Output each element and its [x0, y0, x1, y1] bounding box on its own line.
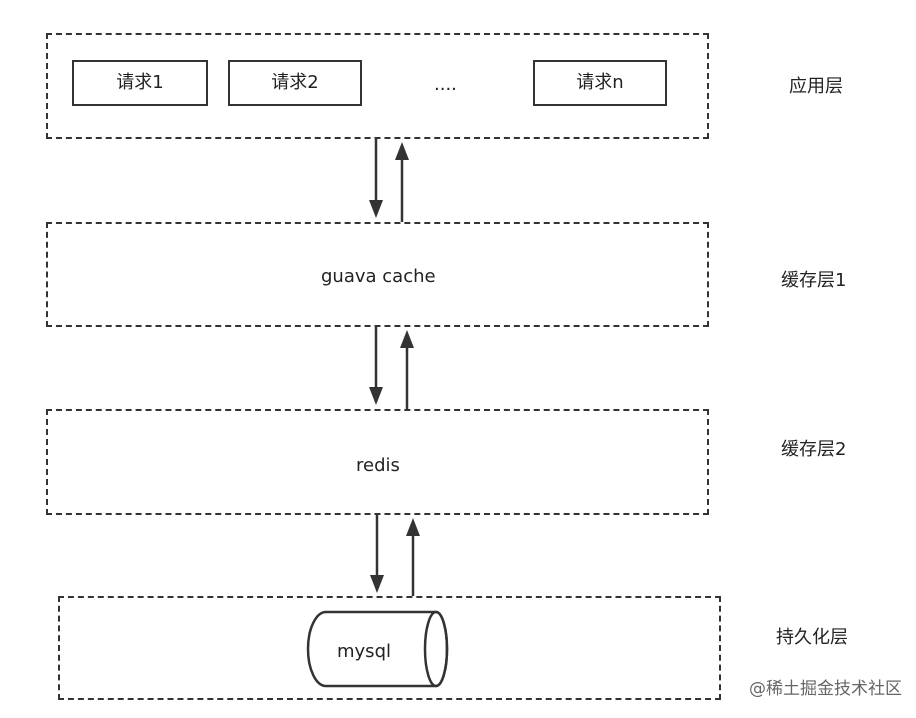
request-1-box: 请求1	[72, 60, 208, 106]
cache-layer-1-label: 缓存层1	[781, 270, 847, 291]
arrow-up-mysql-to-cache2	[406, 518, 420, 596]
persistence-layer-box: mysql	[58, 596, 721, 700]
request-2-box: 请求2	[228, 60, 362, 106]
redis-text: redis	[356, 455, 400, 476]
request-2-label: 请求2	[271, 72, 319, 93]
request-ellipsis: ....	[434, 74, 457, 95]
request-n-box: 请求n	[533, 60, 667, 106]
cache-layer-2-box: redis	[46, 409, 709, 515]
mysql-text: mysql	[337, 641, 391, 662]
arrow-up-cache2-to-cache1	[400, 330, 414, 409]
cache-layer-1-box: guava cache	[46, 222, 709, 327]
watermark-text: @稀土掘金技术社区	[749, 679, 902, 699]
app-layer-label: 应用层	[789, 76, 843, 97]
arrow-down-cache1-to-cache2	[369, 327, 383, 405]
app-layer-box: 请求1 请求2 .... 请求n	[46, 33, 709, 139]
guava-cache-text: guava cache	[321, 266, 436, 287]
arrow-down-app-to-cache1	[369, 139, 383, 218]
cache-layer-2-label: 缓存层2	[781, 439, 847, 460]
arrow-down-cache2-to-mysql	[370, 515, 384, 593]
request-n-label: 请求n	[576, 72, 624, 93]
request-1-label: 请求1	[116, 72, 164, 93]
persistence-layer-label: 持久化层	[776, 627, 848, 648]
arrow-up-cache1-to-app	[395, 142, 409, 222]
